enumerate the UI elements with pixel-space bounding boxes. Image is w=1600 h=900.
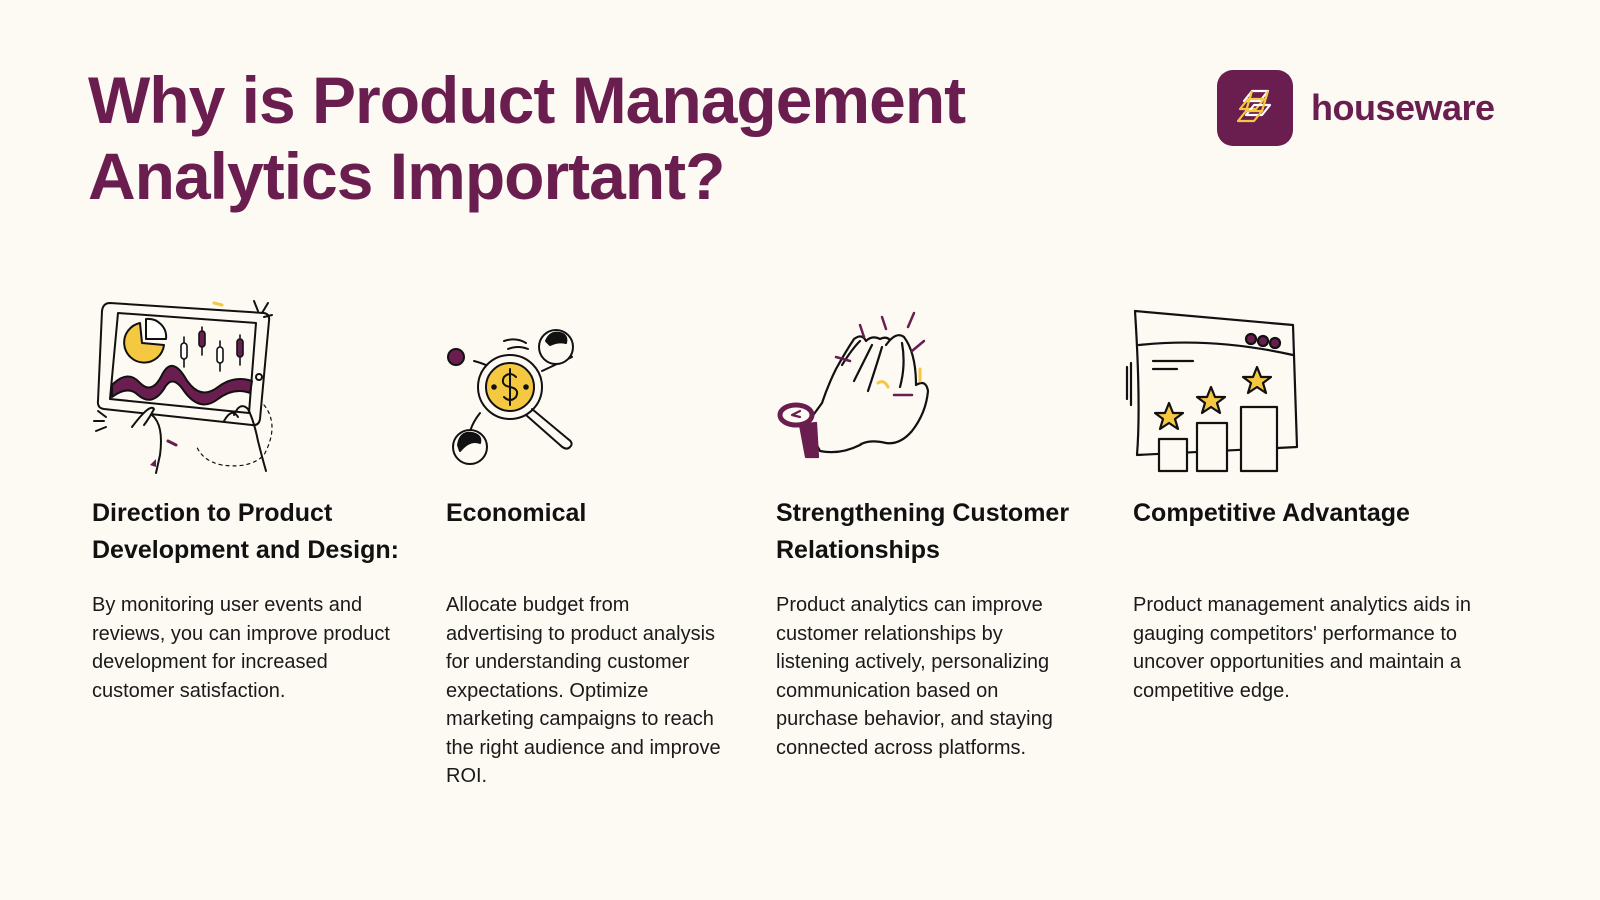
tablet-analytics-icon <box>92 295 292 480</box>
magnifier-dollar-icon <box>446 295 646 480</box>
section-body: Allocate budget from advertising to prod… <box>446 594 721 787</box>
brand-name: houseware <box>1311 87 1495 128</box>
rating-chart-browser-icon <box>1125 295 1333 480</box>
section-body: By monitoring user events and reviews, y… <box>92 594 390 702</box>
section-heading: Competitive Advantage <box>1133 499 1410 527</box>
high-five-icon <box>776 295 976 480</box>
section-customer-relationships: Strengthening Customer Relationships Pro… <box>776 295 1069 759</box>
stacked-layers-icon <box>1217 70 1293 146</box>
section-competitive-advantage: Competitive Advantage Product management… <box>1125 295 1471 702</box>
page-title-line-2: Analytics Important? <box>88 139 725 213</box>
section-economical: Economical Allocate budget from advertis… <box>446 295 721 787</box>
section-body: Product analytics can improve customer r… <box>776 594 1053 759</box>
page-title: Why is Product Management Analytics Impo… <box>88 62 1088 214</box>
section-product-direction: Direction to Product Development and Des… <box>92 295 399 702</box>
section-heading: Economical <box>446 499 587 527</box>
section-heading: Direction to Product Development and Des… <box>92 499 399 564</box>
section-heading: Strengthening Customer Relationships <box>776 499 1070 564</box>
page-title-line-1: Why is Product Management <box>88 63 966 137</box>
brand-logo: houseware <box>1217 70 1495 146</box>
section-body: Product management analytics aids in gau… <box>1133 594 1471 702</box>
